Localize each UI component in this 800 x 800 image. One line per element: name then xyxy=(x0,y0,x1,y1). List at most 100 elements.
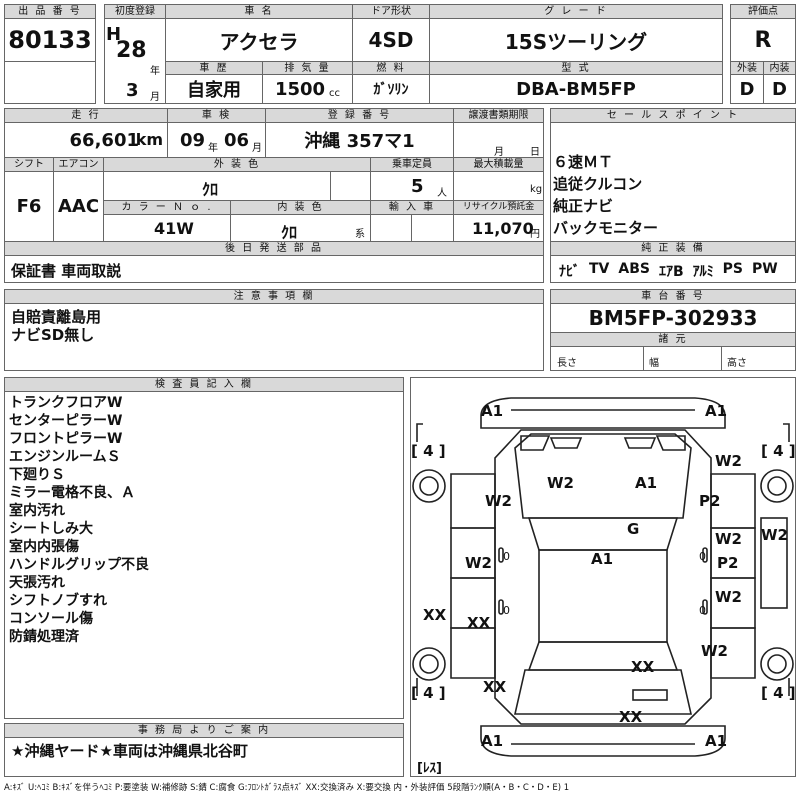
note-line: シートしみ大 xyxy=(9,521,93,537)
later-parts: 保証書 車両取説 xyxy=(4,255,544,283)
note-line: 室内内張傷 xyxy=(9,539,79,555)
mileage-label: 走 行 xyxy=(4,108,168,123)
dims: 長さ 幅 高さ xyxy=(550,346,796,371)
mark-p2-fender-fr: P2 xyxy=(699,492,720,510)
recycle-fee: 11,070 円 xyxy=(453,214,544,242)
sales-points: ６速ＭＴ 追従クルコン 純正ナビ バックモニター xyxy=(550,122,796,242)
mark-a1-hood: A1 xyxy=(635,474,657,492)
year-unit: 年 xyxy=(150,66,160,77)
exterior-grade: D xyxy=(730,74,764,104)
mark-w2-fender-fr: W2 xyxy=(715,452,742,470)
note-line: ミラー電格不良、Ａ xyxy=(9,485,135,501)
dims-label: 諸 元 xyxy=(550,332,796,347)
grade: 15Sツーリング xyxy=(429,18,723,62)
note-line: 室内汚れ xyxy=(9,503,65,519)
reg-no: 沖縄 357マ1 xyxy=(265,122,454,158)
exterior-label: 外装 xyxy=(730,61,764,75)
sales-line: ６速ＭＴ xyxy=(553,153,614,171)
mark-tire-fl: [ 4 ] xyxy=(411,442,446,460)
handle-mark: 0 xyxy=(503,604,510,617)
first-reg-label: 初度登録 xyxy=(104,4,166,19)
office-note: ★沖縄ヤード★車両は沖縄県北谷町 xyxy=(4,737,404,777)
mark-xx-wheel-rl: XX xyxy=(423,606,447,624)
fuel-label: 燃 料 xyxy=(352,61,430,75)
max-load: kg xyxy=(453,171,544,201)
damage-diagram: A1 A1 [ 4 ] [ 4 ] [ 4 ] [ 4 ] W2 A1 W2 W… xyxy=(410,377,796,777)
mark-tire-rr: [ 4 ] xyxy=(761,684,795,702)
caution-label: 注 意 事 項 欄 xyxy=(4,289,544,304)
history: 自家用 xyxy=(165,74,263,104)
equipment: ﾅﾋﾞ TV ABS ｴｱB ｱﾙﾐ PS PW xyxy=(550,255,796,283)
equip-item: TV xyxy=(589,261,610,277)
rating-label: 評価点 xyxy=(730,4,796,19)
note-line: トランクフロアW xyxy=(9,395,123,411)
legend: A:ｷｽﾞ U:ﾍｺﾐ B:ｷｽﾞを伴うﾍｺﾐ P:要塗装 W:補修跡 S:錆 … xyxy=(4,783,570,793)
equip-item: ｴｱB xyxy=(658,264,684,280)
sales-label: セ ー ル ス ポ イ ン ト xyxy=(550,108,796,123)
grade-label: グ レ ー ド xyxy=(429,4,723,19)
note-line: 天張汚れ xyxy=(9,575,65,591)
sales-line: 追従クルコン xyxy=(553,175,643,193)
color-no: 41W xyxy=(103,214,231,242)
chassis-label: 車 台 番 号 xyxy=(550,289,796,304)
chassis-number: BM5FP-302933 xyxy=(550,303,796,333)
caution-line: ナビSD無し xyxy=(11,326,95,344)
color-label: 外 装 色 xyxy=(103,157,371,172)
note-line: 下廻りＳ xyxy=(9,467,65,483)
ext-color: ｸﾛ xyxy=(103,171,371,201)
color-no-label: カ ラ ー Ｎ ｏ . xyxy=(103,200,231,215)
handle-mark: 0 xyxy=(699,550,706,563)
note-line: エンジンルームＳ xyxy=(9,449,121,465)
door-label: ドア形状 xyxy=(352,4,430,19)
era: H xyxy=(106,24,122,45)
ac: AAC xyxy=(53,171,104,242)
mark-tire-rl: [ 4 ] xyxy=(411,684,446,702)
model-label: 型 式 xyxy=(429,61,723,75)
equip-item: PW xyxy=(752,261,778,277)
history-label: 車 歴 xyxy=(165,61,263,75)
inspection-label: 車 検 xyxy=(167,108,266,123)
note-line: 防錆処理済 xyxy=(9,629,79,645)
mark-xx-door-rl: XX xyxy=(467,614,491,632)
load-label: 最大積載量 xyxy=(453,157,544,172)
mark-xx-quarter-rl: XX xyxy=(483,678,507,696)
shift: F6 xyxy=(4,171,54,242)
later-parts-label: 後 日 発 送 部 品 xyxy=(4,241,544,256)
inspector-notes: トランクフロアW センターピラーW フロントピラーW エンジンルームＳ 下廻りＳ… xyxy=(4,391,404,719)
mark-w2-door-fl: W2 xyxy=(465,554,492,572)
mark-a1-top-left: A1 xyxy=(481,402,503,420)
mark-w2-fender-rr: W2 xyxy=(701,642,728,660)
fuel: ｶﾞｿﾘﾝ xyxy=(352,74,430,104)
mark-xx-trunk: XX xyxy=(631,658,655,676)
equip-item: ﾅﾋﾞ xyxy=(559,264,580,280)
equip-item: PS xyxy=(722,261,743,277)
handle-mark: 0 xyxy=(503,550,510,563)
caution: 自賠責離島用 ナビSD無し xyxy=(4,303,544,371)
mark-a1-bottom-right: A1 xyxy=(705,732,727,750)
equipment-label: 純 正 装 備 xyxy=(550,241,796,256)
rating: R xyxy=(730,18,796,62)
note-line: シフトノブすれ xyxy=(9,593,107,609)
reg-no-label: 登 録 番 号 xyxy=(265,108,454,123)
sales-list: ６速ＭＴ 追従クルコン 純正ナビ バックモニター xyxy=(553,151,658,239)
mark-w2-pillar-r: W2 xyxy=(715,530,742,548)
int-color-label: 内 装 色 xyxy=(230,200,371,215)
mark-p2-door-fr: P2 xyxy=(717,554,738,572)
mark-w2-fender-fl: W2 xyxy=(485,492,512,510)
equip-item: ABS xyxy=(618,261,650,277)
mark-a1-top-right: A1 xyxy=(705,402,727,420)
lot-label: 出 品 番 号 xyxy=(4,4,96,19)
note-line: コンソール傷 xyxy=(9,611,93,627)
mark-w2-edge-r: W2 xyxy=(761,526,788,544)
recycle-label: リサイクル預託金 xyxy=(453,200,544,215)
car-name: アクセラ xyxy=(165,18,353,62)
mark-tire-fr: [ 4 ] xyxy=(761,442,795,460)
office-label: 事 務 局 よ り ご 案 内 xyxy=(4,723,404,738)
inspector-label: 検 査 員 記 入 欄 xyxy=(4,377,404,392)
interior-label: 内装 xyxy=(763,61,796,75)
equip-item: ｱﾙﾐ xyxy=(692,264,714,280)
handle-mark: 0 xyxy=(699,604,706,617)
displacement-label: 排 気 量 xyxy=(262,61,353,75)
mark-xx-bumper-r: XX xyxy=(619,708,643,726)
sales-line: バックモニター xyxy=(553,219,659,237)
